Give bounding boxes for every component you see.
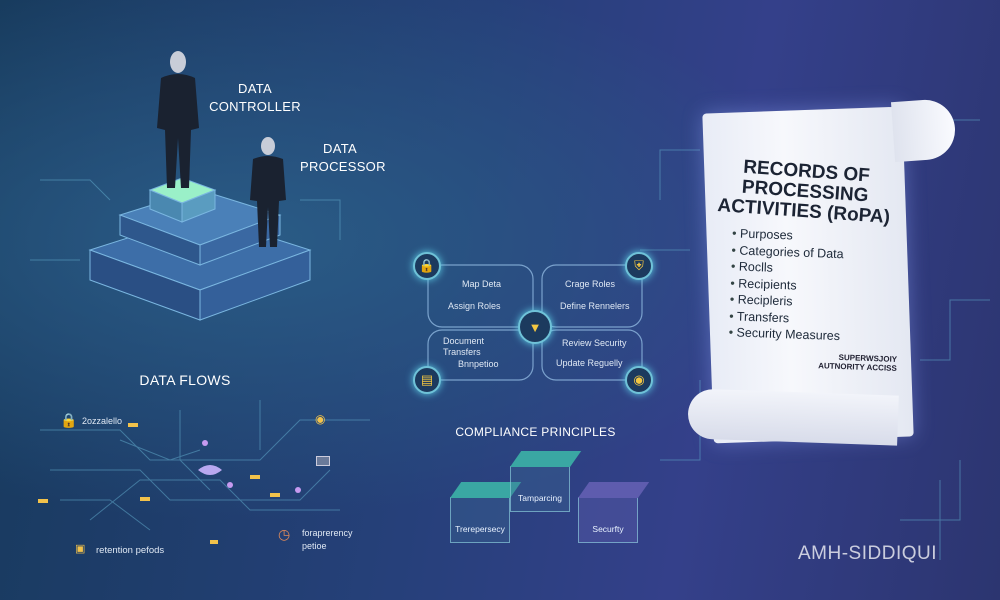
- lock-icon: 🔒: [60, 412, 78, 428]
- workflow-step: Map Deta: [462, 279, 502, 289]
- workflow-step: Transfers: [443, 347, 481, 357]
- map-node-icon: ▤: [413, 366, 441, 394]
- shield-node-icon: ⛨: [625, 252, 653, 280]
- workflow-step: Crage Roles: [565, 279, 616, 289]
- data-controller-label: DATA CONTROLLER: [209, 81, 301, 114]
- clock-icon: ◷: [278, 526, 291, 542]
- watermark: AMH-SIDDIQUI: [798, 543, 937, 564]
- data-processor-figure: [250, 137, 286, 247]
- eye-icon: ◉: [315, 412, 326, 426]
- principle-cube-tampering: Tamparcing: [510, 451, 582, 512]
- lock-node-icon: 🔒: [413, 252, 441, 280]
- central-location-icon: ▼: [518, 310, 552, 344]
- ropa-scroll: RECORDS OF PROCESSING ACTIVITIES (RoPA) …: [687, 92, 958, 462]
- principle-label: Trerepersecy: [455, 524, 505, 534]
- principle-label: Tamparcing: [518, 493, 562, 503]
- workflow-step: Define Rennelers: [560, 301, 630, 311]
- principle-cube-security: Securfty: [578, 482, 650, 543]
- data-flows-title: DATA FLOWS: [139, 372, 231, 388]
- principle-label: Securfty: [592, 524, 624, 534]
- data-controller-figure: [157, 51, 199, 188]
- data-flow-label: retention pefods: [96, 545, 165, 556]
- principle-cube-transparency: Trerepersecy: [450, 482, 522, 543]
- document-icon: [316, 456, 330, 466]
- workflow-step: Bnnpetioo: [458, 359, 499, 369]
- data-flow-label: petioe: [302, 541, 327, 551]
- monitor-icon: ▣: [75, 543, 86, 555]
- compliance-title: COMPLIANCE PRINCIPLES: [455, 425, 616, 439]
- ropa-title: RECORDS OF PROCESSING ACTIVITIES (RoPA): [716, 156, 891, 229]
- workflow-step: Update Reguelly: [556, 358, 623, 368]
- workflow-step: Review Security: [562, 338, 627, 348]
- ropa-list: Purposes Categories of Data Roclls Recip…: [706, 225, 910, 347]
- scroll-curl-bottom: [687, 388, 899, 446]
- scroll-curl-top: [890, 97, 958, 163]
- eye-node-icon: ◉: [625, 366, 653, 394]
- workflow-step: Document: [443, 336, 485, 346]
- workflow-step: Assign Roles: [448, 301, 501, 311]
- data-flow-label: foraprerency: [302, 528, 353, 538]
- data-processor-label: DATA PROCESSOR: [300, 141, 386, 174]
- data-flow-hub: [198, 465, 222, 475]
- data-flow-label: 2ozzalello: [82, 416, 123, 426]
